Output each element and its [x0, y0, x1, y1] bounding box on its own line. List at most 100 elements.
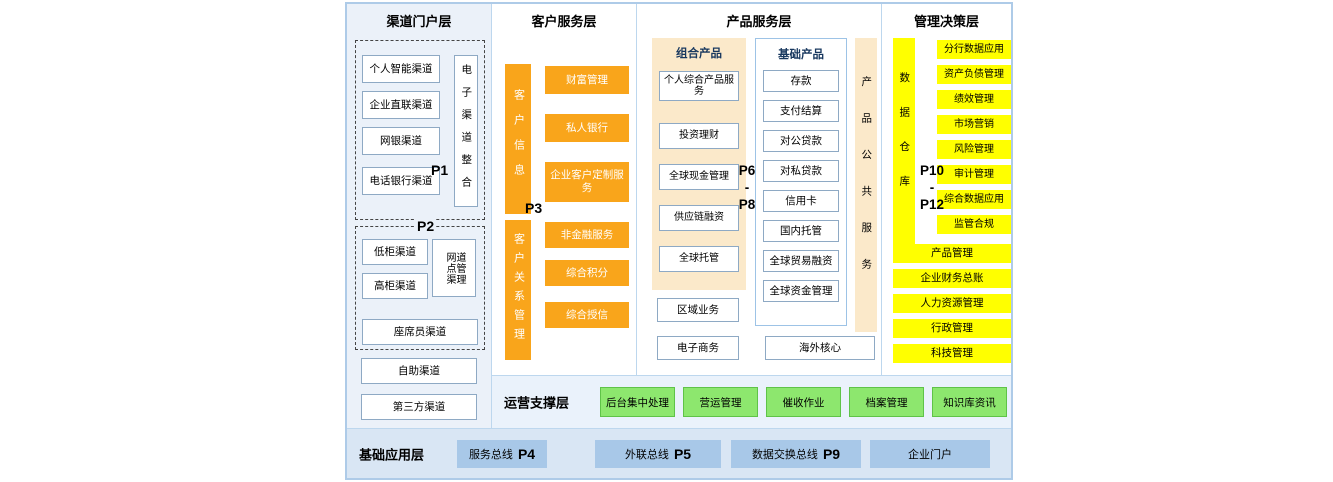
p10-p12-label: P10 - P12	[909, 162, 955, 213]
p6-p8-label: P6 - P8	[736, 162, 758, 213]
layer-channel-portal: 渠道门户层 个人智能渠道企业直联渠道网银渠道电话银行渠道 电子渠道整合 P1 低…	[347, 4, 492, 428]
product-box: 投资理财	[659, 123, 739, 149]
branch-management-bar: 网点渠道管理	[432, 239, 476, 297]
layer-product-service: 产品服务层 组合产品 个人综合产品服务投资理财全球现金管理供应链融资全球托管 P…	[637, 4, 882, 375]
channel-box: 网银渠道	[362, 127, 440, 155]
data-application-list: 分行数据应用资产负债管理绩效管理市场营销风险管理审计管理综合数据应用监管合规	[937, 40, 1011, 240]
operation-box: 营运管理	[683, 387, 758, 417]
customer-service-box: 企业客户定制服务	[545, 162, 629, 202]
channel-box: 电话银行渠道	[362, 167, 440, 195]
management-box: 监管合规	[937, 215, 1011, 234]
customer-crm-label: 客户关系管理	[512, 233, 525, 347]
management-box: 绩效管理	[937, 90, 1011, 109]
product-box: 供应链融资	[659, 205, 739, 231]
basic-products-list: 存款支付结算对公贷款对私贷款信用卡国内托管全球贸易融资全球资金管理	[763, 70, 839, 302]
basic-products-panel: 基础产品 存款支付结算对公贷款对私贷款信用卡国内托管全球贸易融资全球资金管理	[755, 38, 847, 326]
p-range-top: P10	[919, 163, 945, 178]
customer-service-box: 非金融服务	[545, 222, 629, 248]
product-box: 全球托管	[659, 246, 739, 272]
layer-title-foundation: 基础应用层	[359, 447, 425, 462]
overseas-core-box: 海外核心	[765, 336, 875, 360]
data-warehouse-bar: 数据仓库	[893, 38, 915, 244]
channel-box: 高柜渠道	[362, 273, 428, 299]
operation-box: 档案管理	[849, 387, 924, 417]
combo-products-title: 组合产品	[676, 48, 722, 60]
product-box: 个人综合产品服务	[659, 71, 739, 101]
management-box: 审计管理	[937, 165, 1011, 184]
channel-box: 自助渠道	[361, 358, 477, 384]
p-label: P9	[822, 446, 841, 462]
electronic-channel-group: 个人智能渠道企业直联渠道网银渠道电话银行渠道 电子渠道整合	[355, 40, 485, 220]
bus-box: 外联总线 P5	[595, 440, 721, 468]
combo-products-panel: 组合产品 个人综合产品服务投资理财全球现金管理供应链融资全球托管	[652, 38, 746, 290]
p-range-bottom: P8	[738, 197, 756, 212]
layer-customer-service: 客户服务层 客户信息 财富管理私人银行企业客户定制服务 P3 客户关系管理 非金…	[492, 4, 637, 375]
p-range-dash: -	[744, 180, 750, 195]
customer-crm-list: 非金融服务综合积分综合授信	[545, 222, 629, 340]
channel-box: 企业直联渠道	[362, 91, 440, 119]
branch-channel-list: 低柜渠道高柜渠道	[362, 239, 428, 307]
customer-info-list: 财富管理私人银行企业客户定制服务	[545, 66, 629, 222]
customer-crm-bar: 客户关系管理	[505, 220, 531, 360]
bus-box-label: 数据交换总线	[751, 449, 818, 461]
branch-management-label: 网点渠道管理	[444, 251, 465, 285]
bus-box: 企业门户	[870, 440, 990, 468]
bus-box: 数据交换总线 P9	[731, 440, 861, 468]
bus-box-label: 企业门户	[908, 449, 952, 461]
bus-box-label: 外联总线	[624, 449, 669, 461]
layer-title-channel: 渠道门户层	[386, 14, 452, 29]
electronic-integration-label: 电子渠道整合	[460, 63, 473, 199]
customer-service-box: 综合积分	[545, 260, 629, 286]
product-box: 全球贸易融资	[763, 250, 839, 272]
channel-box: 个人智能渠道	[362, 55, 440, 83]
product-box: 信用卡	[763, 190, 839, 212]
customer-service-box: 私人银行	[545, 114, 629, 142]
agent-channel-box: 座席员渠道	[362, 319, 478, 345]
p-range-dash: -	[929, 180, 935, 195]
layer-title-management: 管理决策层	[913, 14, 979, 29]
p-range-bottom: P12	[919, 197, 945, 212]
product-box: 对私贷款	[763, 160, 839, 182]
product-extra-list: 区域业务电子商务	[657, 298, 739, 374]
customer-service-box: 综合授信	[545, 302, 629, 328]
operation-box: 后台集中处理	[600, 387, 675, 417]
layer-operation-support: 运营支撑层 后台集中处理营运管理催收作业档案管理知识库资讯	[492, 375, 1011, 428]
diagram-frame: 渠道门户层 个人智能渠道企业直联渠道网银渠道电话银行渠道 电子渠道整合 P1 低…	[345, 2, 1013, 480]
management-box: 行政管理	[893, 319, 1011, 338]
layer-title-operation: 运营支撑层	[504, 395, 570, 411]
combo-products-list: 个人综合产品服务投资理财全球现金管理供应链融资全球托管	[659, 71, 739, 272]
management-box: 人力资源管理	[893, 294, 1011, 313]
p-range-top: P6	[738, 163, 756, 178]
product-box: 对公贷款	[763, 130, 839, 152]
p-label: P5	[673, 446, 692, 462]
other-channel-list: 自助渠道第三方渠道	[361, 358, 477, 430]
bus-box-label: 服务总线	[468, 449, 513, 461]
p3-label: P3	[525, 200, 543, 216]
product-box: 存款	[763, 70, 839, 92]
electronic-channel-list: 个人智能渠道企业直联渠道网银渠道电话银行渠道	[362, 55, 440, 203]
product-box: 国内托管	[763, 220, 839, 242]
management-box: 综合数据应用	[937, 190, 1011, 209]
basic-products-title: 基础产品	[778, 49, 824, 61]
product-public-service-bar: 产品公共服务	[855, 38, 877, 332]
customer-info-bar: 客户信息	[505, 64, 531, 214]
management-box: 风险管理	[937, 140, 1011, 159]
layer-title-product: 产品服务层	[726, 14, 792, 29]
branch-channel-group: 低柜渠道高柜渠道 网点渠道管理 座席员渠道	[355, 226, 485, 350]
layer-management-decision: 管理决策层 数据仓库 P10 - P12 分行数据应用资产负债管理绩效管理市场营…	[882, 4, 1011, 375]
product-box: 支付结算	[763, 100, 839, 122]
management-box: 分行数据应用	[937, 40, 1011, 59]
product-box: 区域业务	[657, 298, 739, 322]
management-box: 资产负债管理	[937, 65, 1011, 84]
layer-title-customer: 客户服务层	[531, 14, 597, 29]
management-box: 市场营销	[937, 115, 1011, 134]
management-box: 产品管理	[893, 244, 1011, 263]
channel-box: 低柜渠道	[362, 239, 428, 265]
p1-label: P1	[431, 162, 449, 178]
operation-list: 后台集中处理营运管理催收作业档案管理知识库资讯	[600, 387, 1007, 417]
operation-box: 知识库资讯	[932, 387, 1007, 417]
product-public-service-label: 产品公共服务	[860, 75, 873, 295]
